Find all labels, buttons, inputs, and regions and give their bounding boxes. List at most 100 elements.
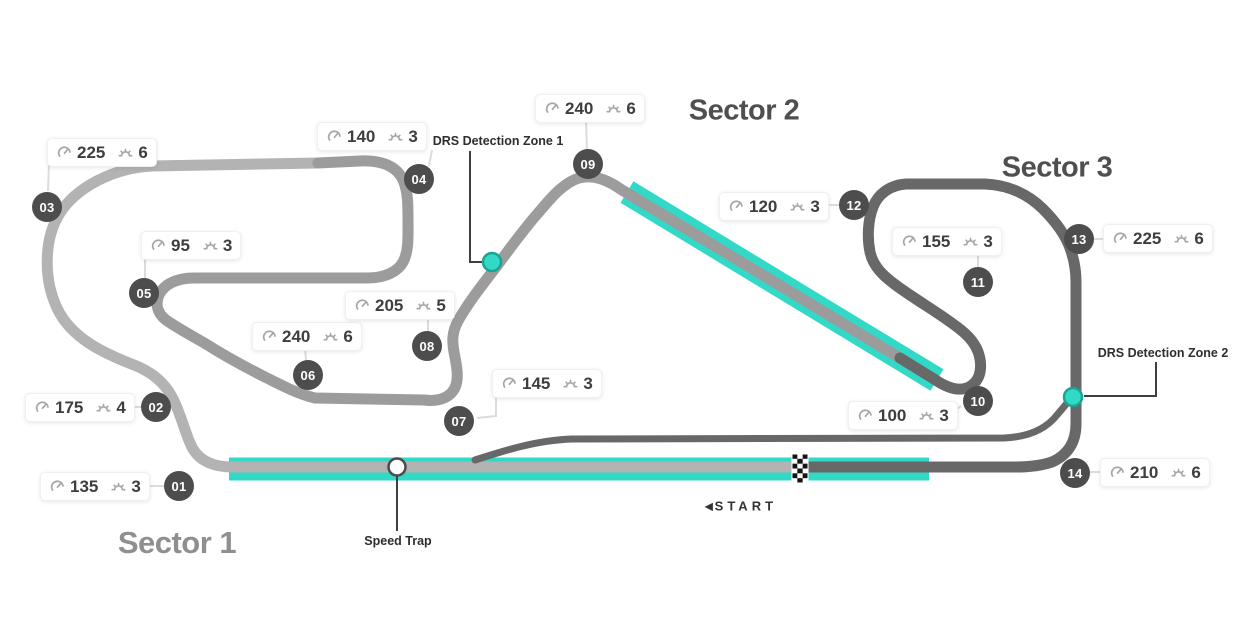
start-label: ◀START: [705, 499, 777, 514]
corner-gear-value: 3: [131, 476, 141, 496]
speedometer-icon: [35, 401, 49, 412]
corner-speed-card: 210 6: [1100, 458, 1210, 487]
corner-speed-value: 205: [375, 295, 404, 315]
sector-title: Sector 2: [688, 94, 800, 127]
speedometer-icon: [327, 130, 341, 141]
corner-speed-value: 210: [1130, 462, 1159, 482]
gear-icon: [1174, 234, 1189, 243]
annotation-leader-lines: [396, 151, 1157, 531]
corner-speed-value: 140: [347, 126, 376, 146]
speed-trap-dot: [387, 457, 407, 477]
gear-icon: [790, 202, 805, 211]
speedometer-icon: [545, 102, 559, 113]
corner-gear-value: 3: [983, 231, 993, 251]
corner-number: 10: [970, 393, 986, 409]
corner-marker: 14: [1060, 458, 1090, 488]
corner-gear-value: 3: [810, 196, 820, 216]
corner-speed-value: 240: [282, 326, 311, 346]
corner-gear-value: 6: [1194, 228, 1204, 248]
gear-icon: [118, 148, 133, 157]
corner-marker: 08: [412, 331, 442, 361]
corner-number: 13: [1071, 231, 1087, 247]
corner-speed-card: 175 4: [25, 393, 135, 422]
corner-marker: 06: [293, 360, 323, 390]
gear-icon: [388, 132, 403, 141]
corner-speed-card: 145 3: [492, 369, 602, 398]
corner-gear-value: 3: [583, 373, 593, 393]
corner-speed-card: 100 3: [848, 401, 958, 430]
corner-gear-value: 3: [222, 235, 233, 255]
corner-speed-value: 100: [878, 405, 907, 425]
corner-number: 06: [300, 367, 316, 383]
drs-detection-zone1-label: DRS Detection Zone 1: [432, 134, 564, 148]
sector-title: Sector 3: [1001, 151, 1113, 184]
speedometer-icon: [57, 146, 71, 157]
corner-number: 04: [411, 171, 427, 187]
corner-speed-value: 155: [922, 231, 951, 251]
corner-speed-value: 120: [749, 196, 778, 216]
corner-speed-card: 225 6: [1103, 224, 1213, 253]
corner-speed-card: 120 3: [719, 192, 829, 221]
corner-gear-value: 6: [138, 142, 148, 162]
corner-number: 03: [39, 199, 55, 215]
gear-icon: [606, 104, 621, 113]
corner-number: 07: [451, 413, 467, 429]
corner-number: 11: [970, 274, 986, 290]
gear-icon: [323, 332, 338, 341]
corner-speed-card: 135 3: [40, 472, 150, 501]
speedometer-icon: [502, 377, 516, 388]
corner-marker: 03: [32, 192, 62, 222]
speedometer-icon: [858, 409, 872, 420]
corner-marker: 04: [404, 164, 434, 194]
corner-marker: 07: [444, 406, 474, 436]
corner-marker: 02: [141, 392, 171, 422]
gear-icon: [563, 379, 578, 388]
corner-number: 02: [148, 399, 164, 415]
corner-number: 05: [136, 285, 152, 301]
gear-icon: [963, 237, 978, 246]
corner-gear-value: 6: [1191, 462, 1201, 482]
corner-speed-card: 140 3: [317, 122, 427, 151]
corner-speed-value: 95: [171, 235, 190, 255]
corner-gear-value: 6: [343, 326, 353, 346]
drs-detection-zone2-label: DRS Detection Zone 2: [1097, 346, 1229, 360]
corner-number: 08: [419, 338, 435, 354]
corner-speed-card: 240 6: [535, 94, 645, 123]
corner-marker: 05: [129, 278, 159, 308]
corner-speed-card: 240 6: [252, 322, 362, 351]
corner-marker: 12: [839, 190, 869, 220]
corner-number: 14: [1067, 465, 1083, 481]
drs-detection-zone2-dot: [1062, 386, 1084, 408]
corner-gear-value: 4: [116, 397, 126, 417]
speed-trap-label: Speed Trap: [364, 534, 432, 548]
corner-speed-card: 155 3: [892, 227, 1002, 256]
speedometer-icon: [151, 239, 165, 250]
corner-marker: 11: [963, 267, 993, 297]
gear-icon: [96, 403, 111, 412]
speedometer-icon: [902, 235, 916, 246]
corner-gear-value: 3: [408, 126, 418, 146]
corner-speed-value: 240: [565, 98, 594, 118]
corner-gear-value: 3: [939, 405, 949, 425]
start-text: START: [714, 498, 778, 514]
corner-speed-value: 145: [522, 373, 551, 393]
drs-detection-zone1-dot: [481, 251, 503, 273]
finish-line-flag: [791, 453, 809, 484]
corner-marker: 09: [573, 149, 603, 179]
corner-gear-value: 5: [436, 295, 446, 315]
corner-number: 12: [846, 197, 862, 213]
speedometer-icon: [262, 330, 276, 341]
gear-icon: [203, 241, 218, 250]
track-sector2-path: [151, 155, 906, 406]
corner-speed-card: 205 5: [345, 291, 455, 320]
pit-lane-path: [471, 394, 1075, 464]
corner-speed-value: 225: [77, 142, 106, 162]
corner-speed-value: 135: [70, 476, 99, 496]
gear-icon: [1171, 468, 1186, 477]
corner-number: 01: [171, 478, 187, 494]
corner-marker: 13: [1064, 224, 1094, 254]
corner-speed-value: 175: [55, 397, 84, 417]
speedometer-icon: [355, 299, 369, 310]
